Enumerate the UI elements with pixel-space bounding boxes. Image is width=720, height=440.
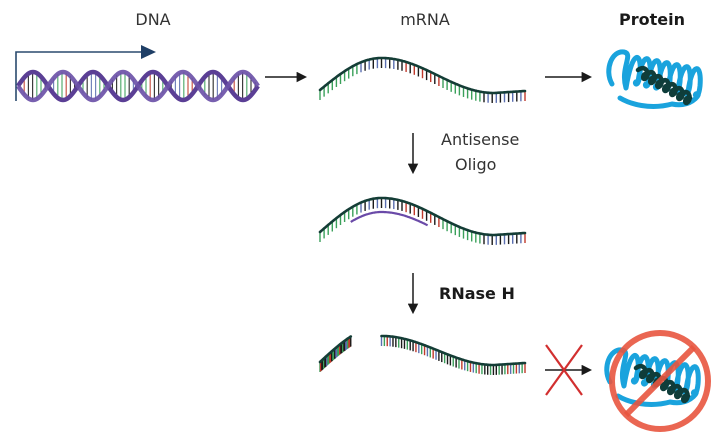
mrna-strand-icon (318, 56, 527, 103)
red-x-icon (545, 344, 583, 396)
cleaved-mrna-fragment-right (380, 334, 527, 375)
folded-protein-icon (606, 49, 703, 109)
antisense-label-line1: Antisense (441, 130, 520, 149)
promoter-arrow-icon (15, 45, 156, 101)
mrna-with-antisense-oligo (318, 196, 527, 245)
antisense-label-line2: Oligo (455, 155, 497, 174)
dna-label: DNA (135, 10, 171, 29)
mrna-label: mRNA (400, 10, 450, 29)
cleaved-mrna-fragment-left (318, 335, 353, 372)
protein-label: Protein (619, 10, 685, 29)
prohibited-protein (604, 330, 711, 432)
prohibited-sign-icon (609, 330, 711, 432)
dna-double-helix-icon (16, 69, 260, 103)
rnase-h-label: RNase H (439, 284, 515, 303)
